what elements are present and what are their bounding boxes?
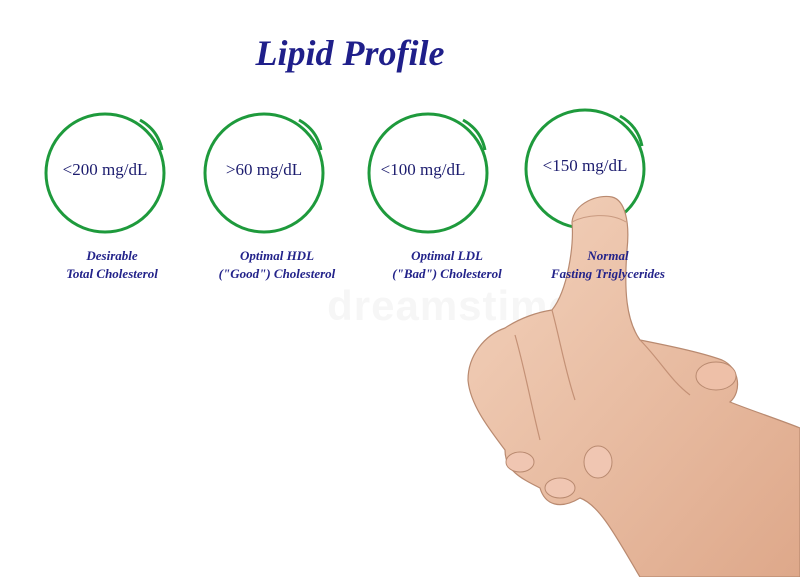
caption-4-line-1: Normal (587, 248, 629, 263)
caption-2-line-1: Optimal HDL (239, 248, 315, 263)
caption-1-line-2: Total Cholesterol (66, 266, 158, 281)
page-title: Lipid Profile (255, 33, 445, 73)
caption-4: Normal Fasting Triglycerides (523, 247, 693, 283)
caption-3-line-1: Optimal LDL (411, 248, 483, 263)
circle-ring-3 (367, 112, 489, 234)
caption-2: Optimal HDL ("Good") Cholesterol (192, 247, 362, 283)
caption-2-line-2: ("Good") Cholesterol (218, 266, 336, 281)
caption-4-line-2: Fasting Triglycerides (551, 266, 665, 281)
circle-ring-1 (44, 112, 166, 234)
caption-3-line-2: ("Bad") Cholesterol (392, 266, 502, 281)
caption-1-line-1: Desirable (86, 248, 138, 263)
caption-1: Desirable Total Cholesterol (27, 247, 197, 283)
value-4: <150 mg/dL (542, 156, 628, 175)
value-2: >60 mg/dL (225, 160, 303, 179)
value-3: <100 mg/dL (380, 160, 466, 179)
caption-3: Optimal LDL ("Bad") Cholesterol (362, 247, 532, 283)
value-1: <200 mg/dL (62, 160, 148, 179)
circle-ring-2 (203, 112, 325, 234)
